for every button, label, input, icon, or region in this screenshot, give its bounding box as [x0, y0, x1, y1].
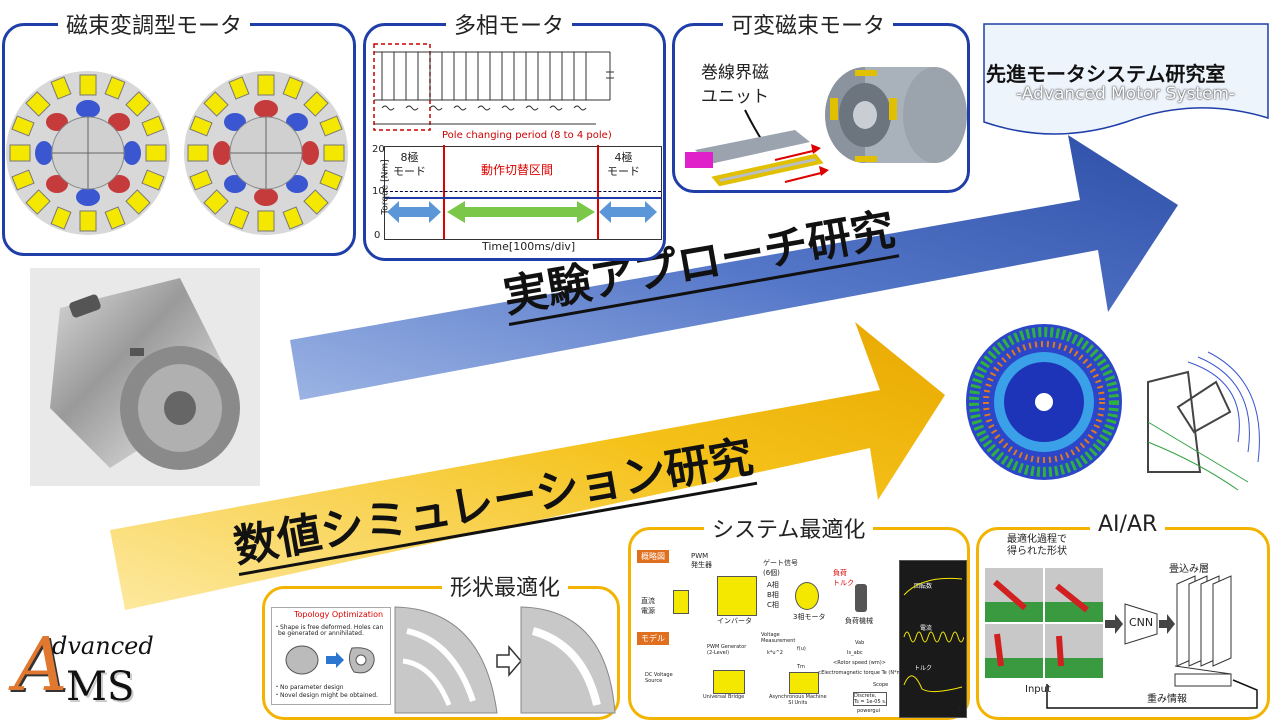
model-discrete: Discrete, Ts = 1e-05 s.	[853, 692, 888, 706]
topology-line4: ・Novel design might be obtained.	[274, 692, 378, 699]
lab-title: 先進モータシステム研究室	[986, 62, 1226, 86]
torque-ytick-0: 0	[374, 230, 381, 241]
phase-a-label: A相	[767, 581, 779, 589]
topology-line3: ・No parameter design	[274, 684, 344, 691]
model-fu: f(u)	[797, 646, 806, 652]
torque-xlabel: Time[100ms/div]	[482, 240, 576, 253]
topology-card: Topology Optimization ・Shape is free def…	[271, 607, 391, 705]
system-overview: 概略図 PWM 発生器 ゲート信号 (6個) 直流 電源 インバータ A相 B相…	[637, 550, 895, 628]
pole-changing-label: Pole changing period (8 to 4 pole)	[442, 130, 612, 141]
lab-banner	[983, 23, 1269, 135]
multiphase-circuit-figure	[373, 43, 614, 131]
cnn-diagram	[985, 568, 1258, 709]
model-scope: Scope	[873, 682, 889, 688]
flux-lines-image	[1128, 322, 1270, 494]
motor-photo	[30, 268, 260, 486]
mode-arrows	[387, 201, 657, 223]
dc-source-block	[673, 590, 689, 614]
inverter-block	[717, 576, 757, 616]
multiphase-title: 多相モータ	[446, 8, 573, 40]
model-async: Asynchronous Machine SI Units	[769, 694, 827, 706]
inverter-label: インバータ	[717, 617, 752, 625]
multiphase-panel: Pole changing period (8 to 4 pole) 8極 モー…	[363, 23, 666, 261]
model-ok: k*u^2	[767, 650, 783, 656]
shape-opt-results	[394, 606, 616, 714]
model-bridge: Universal Bridge	[703, 694, 745, 700]
overview-tag: 概略図	[637, 550, 669, 563]
switching-label: 動作切替区間	[481, 163, 554, 177]
ai-ar-panel: 最適化過程で 得られた形状 CNN 畳込み層 Input 重み情報	[976, 527, 1270, 720]
motor3-label: 3相モータ	[793, 613, 826, 621]
model-te: <Electromagnetic torque Te (N*m)>	[817, 670, 908, 676]
topology-title: Topology Optimization	[294, 610, 384, 619]
model-pwm: PWM Generator (2-Level)	[707, 644, 747, 656]
experimental-arrow	[290, 135, 1178, 400]
load-machine-block	[855, 584, 867, 612]
winding-unit-label-1: 巻線界磁	[701, 63, 769, 83]
torque-ytick-10: 10	[372, 186, 385, 197]
variable-flux-motor-figure	[685, 67, 967, 187]
logo-line1: dvanced	[52, 632, 154, 660]
model-is: Is_abc	[847, 650, 863, 656]
model-vmeas: Voltage Measurement	[761, 632, 796, 644]
system-model: モデル PWM Generator (2-Level) Voltage Meas…	[637, 632, 908, 716]
scope-window: 回転数 電流 トルク	[899, 560, 967, 718]
system-opt-title: システム最適化	[704, 512, 874, 544]
fem-rotor-image	[960, 322, 1130, 484]
conv-layers-label: 畳込み層	[1169, 564, 1209, 575]
cnn-label: CNN	[1129, 616, 1154, 629]
pwm-label: PWM 発生器	[691, 552, 712, 569]
dc-label: 直流 電源	[641, 597, 655, 615]
scope-current: 電流	[920, 625, 933, 632]
switching-interval-border	[443, 145, 599, 239]
phase-c-label: C相	[767, 601, 779, 609]
system-page-no: 9	[957, 706, 961, 713]
scope-torque: トルク	[914, 665, 933, 672]
model-powergui: powergui	[857, 708, 881, 714]
mode8-label: 8極 モード	[393, 151, 426, 178]
topology-shapes	[285, 645, 375, 675]
lab-subtitle: -Advanced Motor System-	[1016, 84, 1236, 104]
ai-ar-title: AI/AR	[1090, 512, 1166, 537]
flux-modulated-title: 磁束変調型モータ	[58, 8, 251, 40]
torque-chart: 8極 モード 動作切替区間 4極 モード	[384, 145, 662, 240]
model-dc: DC Voltage Source	[645, 672, 673, 684]
torque-trace	[385, 191, 661, 199]
winding-unit-label-2: ユニット	[701, 87, 769, 107]
variable-flux-panel: 巻線界磁 ユニット	[672, 23, 970, 193]
torque-ylabel: Torque [Nm]	[380, 159, 391, 215]
optimized-shapes-label: 最適化過程で 得られた形状	[1007, 534, 1067, 557]
ams-logo: A dvanced MS	[8, 614, 158, 718]
topology-line2: be generated or annihilated.	[278, 630, 364, 637]
weights-label: 重み情報	[1147, 694, 1187, 705]
variable-flux-title: 可変磁束モータ	[723, 8, 894, 40]
model-tag: モデル	[637, 632, 669, 645]
flux-modulated-motor-figure	[6, 71, 348, 235]
system-opt-panel: 概略図 PWM 発生器 ゲート信号 (6個) 直流 電源 インバータ A相 B相…	[628, 527, 970, 720]
logo-ms: MS	[66, 664, 135, 710]
model-bridge-block	[713, 670, 745, 694]
prototype-motor-image	[50, 278, 240, 470]
flux-modulated-panel	[2, 23, 356, 256]
numerical-arrow	[110, 322, 945, 610]
logo-initial: A	[14, 622, 68, 708]
motor-block	[795, 582, 819, 610]
shape-opt-title: 形状最適化	[442, 570, 569, 602]
model-vab: Vab	[855, 640, 865, 646]
scope-rpm: 回転数	[914, 583, 933, 590]
load-torque-label: 負荷 トルク	[833, 569, 854, 587]
torque-ytick-20: 20	[372, 144, 385, 155]
phase-b-label: B相	[767, 591, 779, 599]
gate-label: ゲート信号 (6個)	[763, 559, 798, 577]
topology-line1: ・Shape is free deformed. Holes can	[274, 624, 384, 631]
shape-opt-panel: Topology Optimization ・Shape is free def…	[262, 586, 620, 720]
model-wm: <Rotor speed (wm)>	[833, 660, 886, 666]
load-machine-label: 負荷機械	[845, 617, 873, 625]
model-tm: Tm	[797, 664, 805, 670]
mode4-label: 4極 モード	[607, 151, 640, 178]
input-label: Input	[1025, 684, 1051, 695]
scope-traces	[903, 577, 964, 693]
model-async-block	[789, 672, 819, 694]
